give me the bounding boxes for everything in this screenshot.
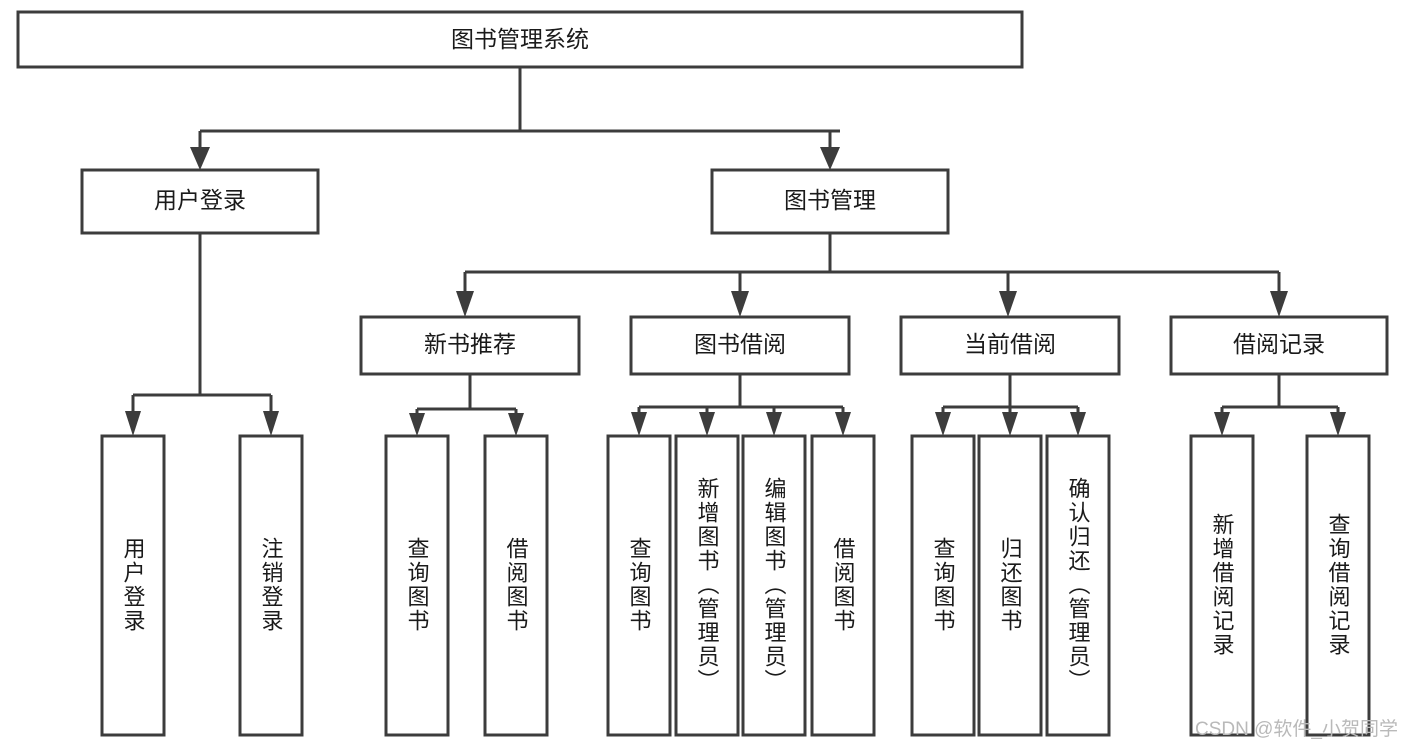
node-leaf-edit-book[interactable]: 编辑图书（管理员） — [741, 434, 807, 737]
node-leaf-query-book-1-rect[interactable] — [384, 434, 450, 737]
node-leaf-confirm-return[interactable]: 确认归还（管理员） — [1045, 434, 1111, 737]
node-leaf-add-book-label: 新增图书（管理员） — [695, 477, 720, 693]
node-borrow-record-label: 借阅记录 — [1233, 331, 1325, 357]
node-leaf-edit-book-label: 编辑图书（管理员） — [762, 477, 787, 693]
node-leaf-return-book[interactable]: 归还图书 — [977, 434, 1043, 737]
arrowhead-current-borrow — [999, 291, 1017, 317]
node-leaf-edit-book-rect[interactable] — [741, 434, 807, 737]
node-leaf-borrow-book-2[interactable]: 借阅图书 — [810, 434, 876, 737]
node-leaf-user-logout-rect[interactable] — [238, 434, 304, 737]
node-leaf-query-book-3[interactable]: 查询图书 — [910, 434, 976, 737]
node-leaf-return-book-label: 归还图书 — [998, 537, 1023, 633]
node-borrow-record[interactable]: 借阅记录 — [1169, 315, 1389, 376]
node-root[interactable]: 图书管理系统 — [16, 10, 1024, 69]
node-leaf-user-logout-label: 注销登录 — [259, 537, 284, 633]
node-leaf-user-logout[interactable]: 注销登录 — [238, 434, 304, 737]
node-leaf-query-record[interactable]: 查询借阅记录 — [1305, 434, 1371, 737]
connector-group-borrow-record — [1214, 374, 1346, 436]
connector-group-book-manage — [456, 233, 1288, 317]
node-borrow-record-rect[interactable] — [1169, 315, 1389, 376]
node-leaf-return-book-rect[interactable] — [977, 434, 1043, 737]
node-book-borrow-rect[interactable] — [629, 315, 851, 376]
node-leaf-query-record-rect[interactable] — [1305, 434, 1371, 737]
connector-group-current-borrow — [935, 374, 1086, 436]
node-user-login-label: 用户登录 — [154, 187, 246, 213]
node-leaf-user-login-label: 用户登录 — [121, 537, 146, 633]
arrowhead-leaf-query-record — [1330, 412, 1346, 436]
node-leaf-query-book-2-rect[interactable] — [606, 434, 672, 737]
node-leaf-query-record-label: 查询借阅记录 — [1326, 513, 1351, 657]
node-leaf-user-login[interactable]: 用户登录 — [100, 434, 166, 737]
node-book-manage-rect[interactable] — [710, 168, 950, 235]
node-leaf-borrow-book-1[interactable]: 借阅图书 — [483, 434, 549, 737]
arrowhead-leaf-query-book-1 — [409, 413, 425, 436]
node-user-login[interactable]: 用户登录 — [80, 168, 320, 235]
node-new-book-rec-rect[interactable] — [359, 315, 581, 376]
arrowhead-leaf-confirm-return — [1070, 412, 1086, 436]
arrowhead-book-borrow — [731, 291, 749, 317]
connector-group-user-login — [125, 233, 279, 436]
arrowhead-leaf-add-book — [699, 412, 715, 436]
node-leaf-add-book[interactable]: 新增图书（管理员） — [674, 434, 740, 737]
node-leaf-query-book-2-label: 查询图书 — [627, 537, 652, 633]
arrowhead-leaf-add-record — [1214, 412, 1230, 436]
node-book-borrow[interactable]: 图书借阅 — [629, 315, 851, 376]
arrowhead-leaf-query-book-3 — [935, 412, 951, 436]
connector-group-new-book-rec — [409, 374, 524, 436]
watermark: CSDN @软件_小贺同学 — [1195, 718, 1398, 740]
arrowhead-leaf-user-login — [125, 411, 141, 436]
node-leaf-user-login-rect[interactable] — [100, 434, 166, 737]
node-leaf-borrow-book-2-rect[interactable] — [810, 434, 876, 737]
arrowhead-leaf-query-book-2 — [631, 412, 647, 436]
node-book-borrow-label: 图书借阅 — [694, 331, 786, 357]
node-book-manage[interactable]: 图书管理 — [710, 168, 950, 235]
node-leaf-add-book-rect[interactable] — [674, 434, 740, 737]
node-leaf-query-book-2[interactable]: 查询图书 — [606, 434, 672, 737]
connector-group-root — [190, 67, 840, 170]
arrowhead-leaf-return-book — [1002, 412, 1018, 436]
connector-group-book-borrow — [631, 374, 851, 436]
arrowhead-leaf-borrow-book-1 — [508, 413, 524, 436]
node-current-borrow[interactable]: 当前借阅 — [899, 315, 1121, 376]
node-leaf-add-record[interactable]: 新增借阅记录 — [1189, 434, 1255, 737]
node-book-manage-label: 图书管理 — [784, 187, 876, 213]
node-new-book-rec[interactable]: 新书推荐 — [359, 315, 581, 376]
node-leaf-borrow-book-2-label: 借阅图书 — [831, 537, 856, 633]
node-leaf-query-book-1[interactable]: 查询图书 — [384, 434, 450, 737]
node-leaf-query-book-3-rect[interactable] — [910, 434, 976, 737]
node-leaf-query-book-1-label: 查询图书 — [405, 537, 430, 633]
node-new-book-rec-label: 新书推荐 — [424, 331, 516, 357]
arrowhead-book-manage — [820, 147, 840, 170]
node-leaf-add-record-rect[interactable] — [1189, 434, 1255, 737]
node-root-rect[interactable] — [16, 10, 1024, 69]
node-leaf-confirm-return-label: 确认归还（管理员） — [1066, 477, 1091, 693]
node-leaf-borrow-book-1-rect[interactable] — [483, 434, 549, 737]
arrowhead-leaf-edit-book — [766, 412, 782, 436]
arrowhead-user-login — [190, 147, 210, 170]
arrowhead-leaf-user-logout — [263, 411, 279, 436]
node-current-borrow-label: 当前借阅 — [964, 331, 1056, 357]
node-current-borrow-rect[interactable] — [899, 315, 1121, 376]
arrowhead-new-book-rec — [456, 291, 474, 317]
arrowhead-leaf-borrow-book-2 — [835, 412, 851, 436]
node-leaf-borrow-book-1-label: 借阅图书 — [504, 537, 529, 633]
node-user-login-rect[interactable] — [80, 168, 320, 235]
arrowhead-borrow-record — [1270, 291, 1288, 317]
node-leaf-query-book-3-label: 查询图书 — [931, 537, 956, 633]
node-root-label: 图书管理系统 — [451, 26, 589, 52]
node-leaf-add-record-label: 新增借阅记录 — [1210, 513, 1235, 657]
node-leaf-confirm-return-rect[interactable] — [1045, 434, 1111, 737]
